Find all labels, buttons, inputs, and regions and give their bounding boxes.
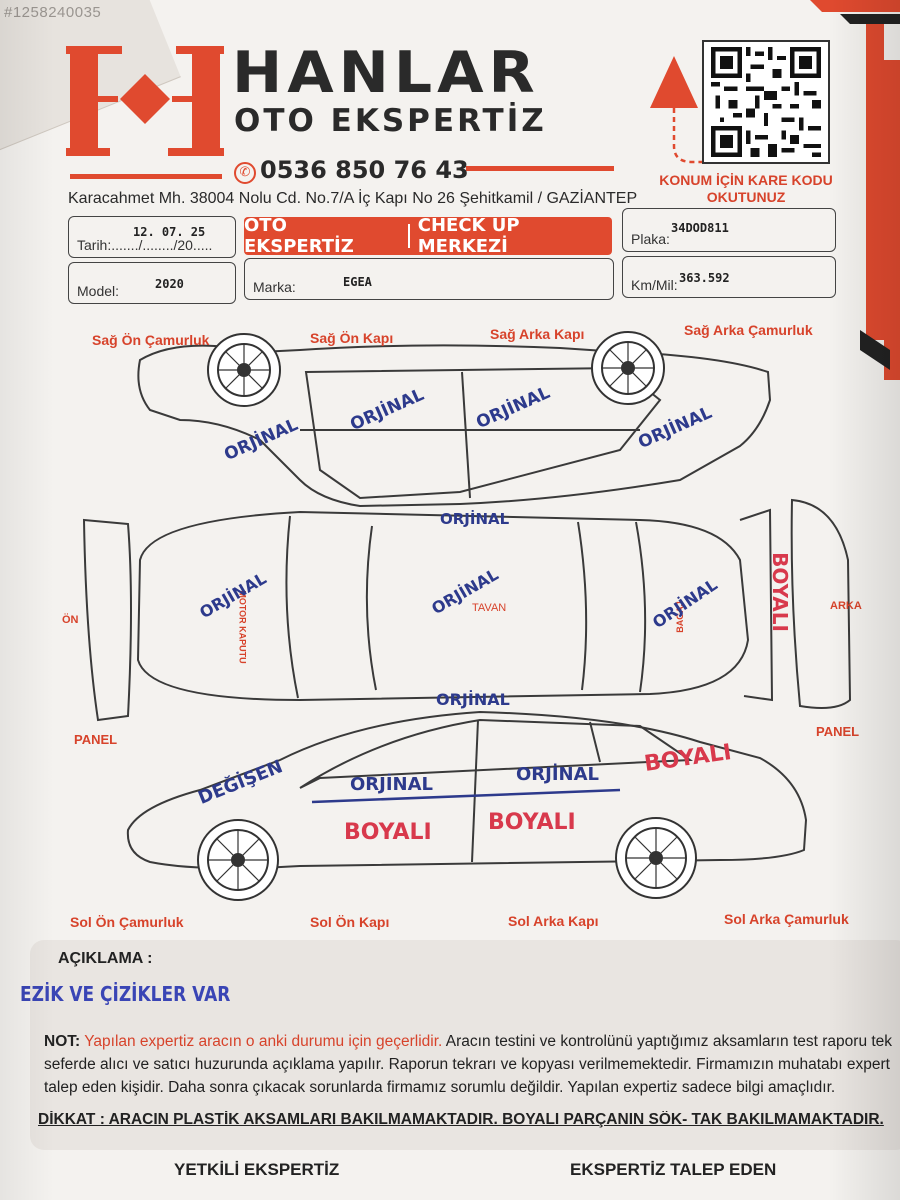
stamp-painted: BOYALI [767, 552, 792, 632]
part-right-rear-door: Sağ Arka Kapı [490, 326, 585, 342]
part-right-rear-fender: Sağ Arka Çamurluk [684, 322, 813, 338]
date-label: Tarih:......./......../20..... [77, 237, 213, 253]
rear-bumper-outline [790, 498, 852, 709]
corner-decoration [810, 0, 900, 380]
model-label: Model: [77, 283, 120, 299]
brand-logo [66, 46, 224, 156]
date-value: 12. 07. 25 [133, 225, 206, 239]
date-field: 12. 07. 25 Tarih:......./......../20....… [68, 216, 236, 258]
not-red-text: Yapılan expertiz aracın o anki durumu iç… [84, 1033, 443, 1050]
part-rear: ARKA [830, 600, 862, 612]
divider-line [70, 174, 222, 179]
model-value: 2020 [155, 277, 184, 291]
stamp-painted: BOYALI [488, 810, 576, 835]
warning-text: DİKKAT : ARACIN PLASTİK AKSAMLARI BAKILM… [38, 1111, 884, 1128]
qr-instruction-line1: KONUM İÇİN KARE KODU [659, 172, 833, 188]
qr-code [702, 40, 830, 164]
brand-value: EGEA [343, 275, 372, 289]
part-left-rear-door: Sol Arka Kapı [508, 913, 599, 929]
part-panel-left: PANEL [74, 732, 118, 747]
plate-label: Plaka: [631, 231, 670, 247]
part-front: ÖN [62, 614, 79, 626]
part-panel-right: PANEL [816, 724, 860, 739]
plate-field: 34DOD811 Plaka: [622, 208, 836, 252]
stamp-original: ORJİNAL [436, 690, 510, 709]
qr-instruction: KONUM İÇİN KARE KODU OKUTUNUZ [636, 172, 856, 206]
brand-label: Marka: [253, 279, 296, 295]
mileage-field: 363.592 Km/Mil: [622, 256, 836, 298]
part-right-front-door: Sağ Ön Kapı [310, 330, 394, 346]
service-banner: OTO EKSPERTİZ CHECK UP MERKEZİ [244, 215, 612, 257]
stamp-original: ORJİNAL [350, 774, 434, 795]
notes-section [30, 940, 900, 1150]
stamp-original: ORJİNAL [440, 510, 510, 528]
banner-separator [407, 224, 410, 248]
phone-number: ✆0536 850 76 43 [234, 156, 469, 184]
not-text-line2: seferde alıcı ve satıcı huzurunda açıkla… [44, 1056, 890, 1073]
disclaimer-text: NOT: Yapılan expertiz aracın o anki duru… [44, 1030, 894, 1099]
divider-line [466, 166, 614, 171]
qr-instruction-line2: OKUTUNUZ [706, 189, 786, 205]
brand-name: HANLAR [232, 39, 540, 107]
mileage-value: 363.592 [679, 271, 730, 285]
description-value: EZİK VE ÇİZİKLER VAR [20, 982, 231, 1006]
top-view-roof [285, 515, 299, 699]
front-bumper-outline [82, 518, 132, 722]
signature-requester: EKSPERTİZ TALEP EDEN [570, 1160, 777, 1179]
banner-right-text: CHECK UP MERKEZİ [417, 215, 520, 257]
top-view-outline [136, 510, 750, 702]
part-left-rear-fender: Sol Arka Çamurluk [724, 911, 849, 927]
phone-text: 0536 850 76 43 [260, 156, 469, 184]
stamp-original: ORJİNAL [516, 764, 600, 785]
model-field: 2020 Model: [68, 262, 236, 304]
part-right-front-fender: Sağ Ön Çamurluk [92, 332, 210, 348]
brand-field: EGEA Marka: [244, 258, 614, 300]
plate-value: 34DOD811 [671, 221, 729, 235]
left-side-window-line [299, 718, 694, 789]
signature-expert: YETKİLİ EKSPERTİZ [174, 1160, 340, 1179]
banner-left-text: OTO EKSPERTİZ [244, 215, 354, 257]
stamp-painted: BOYALI [344, 820, 432, 845]
not-text-line1: Aracın testini ve kontrolünü yaptığımız … [445, 1033, 893, 1050]
top-view-rear-glass [635, 521, 647, 693]
brand-subtitle: OTO EKSPERTİZ [234, 103, 547, 139]
top-view-windshield [365, 521, 588, 691]
part-left-front-door: Sol Ön Kapı [310, 914, 390, 930]
not-text-line3: talep eden kişidir. Daha sonra çıkacak s… [44, 1079, 836, 1096]
listing-id-watermark: #1258240035 [4, 4, 102, 21]
description-label: AÇIKLAMA : [58, 950, 153, 967]
right-side-car-outline [137, 344, 772, 508]
part-left-front-fender: Sol Ön Çamurluk [70, 914, 184, 930]
not-label: NOT: [44, 1033, 81, 1050]
mileage-label: Km/Mil: [631, 277, 678, 293]
up-arrow-icon [650, 56, 706, 164]
part-roof: TAVAN [472, 602, 507, 614]
phone-icon: ✆ [234, 162, 256, 184]
address: Karacahmet Mh. 38004 Nolu Cd. No.7/A İç … [68, 190, 638, 207]
